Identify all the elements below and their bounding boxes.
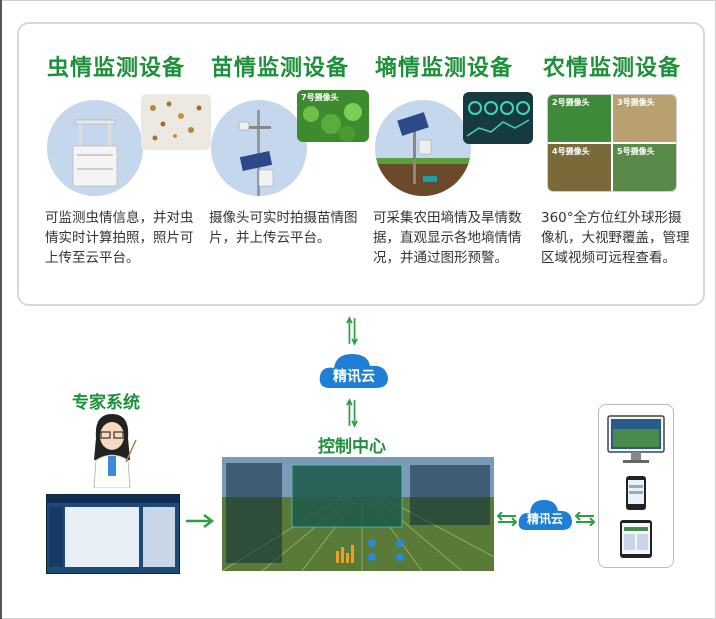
devices-panel: 虫情监测设备 可监测虫情信息，并对虫情实时计算拍照，照片可上传至云平台。 苗情监… <box>17 22 705 306</box>
expert-avatar-icon <box>93 414 137 488</box>
expert-system-screen <box>46 494 180 574</box>
camera-tile: 4号摄像头 <box>548 144 611 191</box>
seedling-device-illustration <box>211 100 307 196</box>
camera-label: 4号摄像头 <box>552 147 590 156</box>
control-center-label: 控制中心 <box>318 437 386 457</box>
camera-label: 5号摄像头 <box>617 147 655 156</box>
camera-tile: 3号摄像头 <box>613 95 676 142</box>
seedling-camera-inset: 7号摄像头 <box>297 90 369 142</box>
double-arrow-icon <box>346 316 358 346</box>
device-title: 农情监测设备 <box>542 56 681 81</box>
device-description: 可监测虫情信息，并对虫情实时计算拍照，照片可上传至云平台。 <box>45 210 194 266</box>
cloud-label: 精讯云 <box>526 512 563 526</box>
pest-device-illustration <box>47 100 143 196</box>
expert-system-label: 专家系统 <box>72 393 140 413</box>
device-soil-moisture-monitor: 墒情监测设备 可采集农田墒情及旱情数据，直观显示各地墒情情况，并通过图形预警。 <box>361 24 533 304</box>
camera-tile: 5号摄像头 <box>613 144 676 191</box>
camera-label: 3号摄像头 <box>617 98 655 107</box>
device-description: 摄像头可实时拍摄苗情图片，并上传云平台。 <box>209 210 358 246</box>
double-arrow-left-right-icon <box>496 512 518 526</box>
pest-photo-inset <box>141 94 211 150</box>
camera-grid: 2号摄像头 3号摄像头 4号摄像头 5号摄像头 <box>547 94 677 192</box>
device-title: 墒情监测设备 <box>374 56 513 81</box>
camera-label: 2号摄像头 <box>552 98 590 107</box>
cloud-platform-right: 精讯云 <box>516 494 574 534</box>
camera-tile: 2号摄像头 <box>548 95 611 142</box>
device-farm-camera-monitor: 农情监测设备 2号摄像头 3号摄像头 4号摄像头 5号摄像头 360°全方位红外… <box>529 24 695 304</box>
cloud-icon <box>319 354 388 388</box>
phone-icon <box>626 476 646 510</box>
cloud-label: 精讯云 <box>333 369 375 385</box>
cloud-icon <box>518 500 572 530</box>
tablet-icon <box>620 520 652 558</box>
device-seedling-monitor: 苗情监测设备 7号摄像头 摄像头可实时拍摄苗情图片，并上传云平台。 <box>197 24 369 304</box>
device-description: 可采集农田墒情及旱情数据，直观显示各地墒情情况，并通过图形预警。 <box>373 210 522 266</box>
device-title: 苗情监测设备 <box>210 56 349 81</box>
control-center-dashboard <box>222 457 494 571</box>
client-devices-box <box>598 404 674 568</box>
cloud-platform-top: 精讯云 <box>316 346 392 394</box>
left-edge-line <box>0 0 2 619</box>
device-pest-monitor: 虫情监测设备 可监测虫情信息，并对虫情实时计算拍照，照片可上传至云平台。 <box>33 24 211 304</box>
double-arrow-icon <box>346 398 358 428</box>
device-description: 360°全方位红外球形摄像机，大视野覆盖，管理区域视频可远程查看。 <box>541 210 690 266</box>
soil-device-illustration <box>375 100 471 196</box>
arrow-right-icon <box>186 514 215 528</box>
soil-dashboard-inset <box>463 92 533 144</box>
device-title: 虫情监测设备 <box>46 56 185 81</box>
camera-label: 7号摄像头 <box>301 93 339 102</box>
monitor-icon <box>607 415 665 463</box>
double-arrow-left-right-icon <box>574 512 596 526</box>
